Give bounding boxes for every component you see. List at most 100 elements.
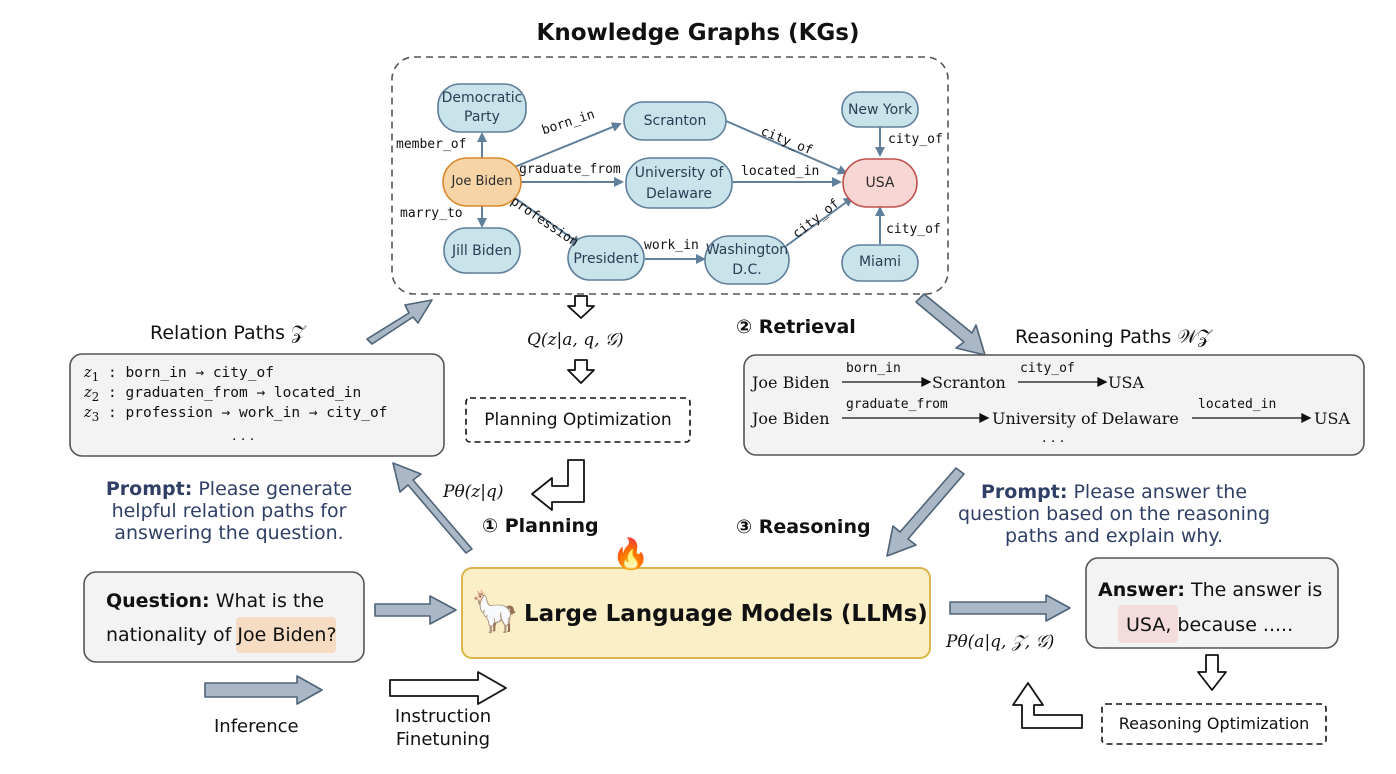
- edge-born-in: [511, 122, 622, 169]
- reasoning-paths-ellipsis: . . .: [1042, 430, 1065, 446]
- arrow-to-reasoning-paths: [915, 293, 986, 356]
- relation-path-var: z: [84, 405, 92, 421]
- prompt-right-line3: paths and explain why.: [1004, 525, 1224, 547]
- prompt-left-line3: answering the question.: [114, 522, 344, 544]
- llm-box: [461, 567, 931, 659]
- rp-arrowhead-1a: [921, 376, 932, 388]
- answer-text2: , because .....: [1165, 614, 1294, 636]
- relation-path-z3: z3 : profession → work_in → city_of: [84, 405, 387, 424]
- llama-icon: 🦙: [470, 589, 520, 635]
- rp-row2-a: Joe Biden: [752, 409, 830, 428]
- retrieval-label: ② Retrieval: [736, 316, 856, 338]
- legend-inference-label: Inference: [214, 716, 299, 737]
- prompt-right-label: Prompt:: [980, 481, 1068, 503]
- prompt-left-label: Prompt:: [105, 478, 193, 500]
- rp-row1-r1: born_in: [846, 361, 901, 376]
- answer-text1: The answer is: [1191, 579, 1323, 601]
- rp-row2-b: University of Delaware: [992, 409, 1179, 428]
- node-label-washington: Washington D.C.: [705, 240, 789, 280]
- llm-title: Large Language Models (LLMs): [524, 601, 928, 627]
- question-line2: nationality of Joe Biden?: [106, 624, 337, 646]
- planning-optimization-label: Planning Optimization: [484, 410, 672, 430]
- node-usa: [842, 158, 918, 208]
- relation-path-text: : profession → work_in → city_of: [99, 405, 388, 421]
- rp-row1-a: Joe Biden: [752, 373, 830, 392]
- node-label-university-line1: University of: [634, 165, 724, 181]
- edge-label-city-of-miami: city_of: [886, 222, 941, 237]
- legend-instruction-arrow: [389, 671, 507, 705]
- p-a-formula: Pθ(a|q, 𝒵, 𝒢): [946, 632, 1055, 652]
- question-line1: Question: What is the: [106, 590, 324, 612]
- relation-path-sub: 3: [91, 409, 100, 424]
- relation-path-sub: 1: [91, 369, 100, 384]
- node-scranton: [623, 101, 727, 141]
- question-label: Question:: [106, 590, 210, 612]
- node-label-joe-biden: Joe Biden: [451, 174, 513, 189]
- reasoning-label: ③ Reasoning: [736, 516, 871, 538]
- highlight-usa: [1118, 605, 1178, 643]
- edge-scranton-city-of: [725, 120, 848, 175]
- node-label-washington-line2: D.C.: [732, 262, 762, 278]
- edge-label-marry-to: marry_to: [400, 206, 463, 221]
- outline-arrows: [389, 295, 1227, 729]
- node-joe-biden: [442, 157, 522, 207]
- legend-instruction-line1: Instruction: [394, 706, 492, 727]
- answer-line1: Answer: The answer is: [1098, 579, 1322, 601]
- rp-row1-r2: city_of: [1020, 361, 1075, 376]
- reasoning-paths-title: Reasoning Paths 𝒲𝒵: [1015, 326, 1212, 348]
- legend-instruction-line2: Finetuning: [395, 729, 491, 750]
- answer-highlight: USA: [1126, 614, 1166, 636]
- rp-row2-r1: graduate_from: [846, 397, 948, 412]
- legend-inference-arrow: [204, 675, 323, 705]
- kg-edges: [477, 120, 885, 264]
- q-formula: Q(z|a, q, 𝒢): [527, 330, 624, 350]
- kg-nodes: [437, 83, 919, 285]
- edge-profession: [511, 195, 582, 246]
- rp-row2-c: USA: [1314, 409, 1350, 428]
- kg-title: Knowledge Graphs (KGs): [536, 20, 860, 46]
- relation-path-z2: z2 : graduaten_from → located_in: [84, 385, 361, 404]
- node-label-usa: USA: [865, 175, 895, 191]
- arrow-question-to-llm: [374, 595, 457, 625]
- relation-paths-title: Relation Paths 𝒵: [150, 322, 306, 344]
- node-label-washington-line1: Washington: [705, 242, 789, 258]
- prompt-right-line1: Prompt: Please answer the: [944, 481, 1284, 503]
- node-new-york: [841, 91, 919, 128]
- rp-row2-r2: located_in: [1198, 397, 1277, 412]
- relation-path-text: : born_in → city_of: [99, 365, 274, 381]
- relation-paths-ellipsis: . . .: [232, 428, 255, 444]
- edge-label-member-of: member_of: [396, 137, 467, 152]
- node-democratic-party: [437, 83, 527, 133]
- arrow-reasoning-opt-to-pa: [1012, 682, 1083, 729]
- arrow-to-llm: [886, 467, 965, 557]
- relation-path-z1: z1 : born_in → city_of: [84, 365, 274, 384]
- p-z-formula: Pθ(z|q): [443, 482, 504, 502]
- flow-arrows: [204, 293, 1071, 705]
- node-label-scranton: Scranton: [643, 113, 707, 129]
- rp-row1-b: Scranton: [932, 373, 1006, 392]
- edge-label-work-in: work_in: [644, 238, 699, 253]
- node-university-of-delaware: [625, 157, 733, 209]
- node-label-university-line2: Delaware: [646, 186, 712, 202]
- prompt-left: Prompt: Please generate helpful relation…: [86, 478, 372, 544]
- node-label-democratic-line1: Democratic: [441, 90, 523, 106]
- question-text1: What is the: [215, 590, 325, 612]
- arrow-to-kg: [366, 299, 433, 345]
- prompt-left-line1: Prompt: Please generate: [86, 478, 372, 500]
- node-label-democratic-line2: Party: [464, 109, 500, 125]
- question-highlight: Joe Biden: [237, 624, 327, 646]
- reasoning-optimization-label: Reasoning Optimization: [1118, 714, 1310, 733]
- rp-arrowhead-2a: [979, 412, 990, 424]
- relation-path-var: z: [84, 385, 92, 401]
- node-miami: [841, 244, 919, 282]
- question-text2b: ?: [326, 624, 337, 646]
- node-label-democratic-party: Democratic Party: [438, 89, 526, 127]
- arrow-to-relation-paths: [392, 462, 473, 554]
- arrow-planning-opt-to-llm: [531, 459, 585, 511]
- prompt-right-text1: Please answer the: [1073, 481, 1248, 503]
- relation-path-text: : graduaten_from → located_in: [99, 385, 362, 401]
- edge-label-located-in: located_in: [741, 164, 820, 179]
- question-text2a: nationality of: [106, 624, 238, 646]
